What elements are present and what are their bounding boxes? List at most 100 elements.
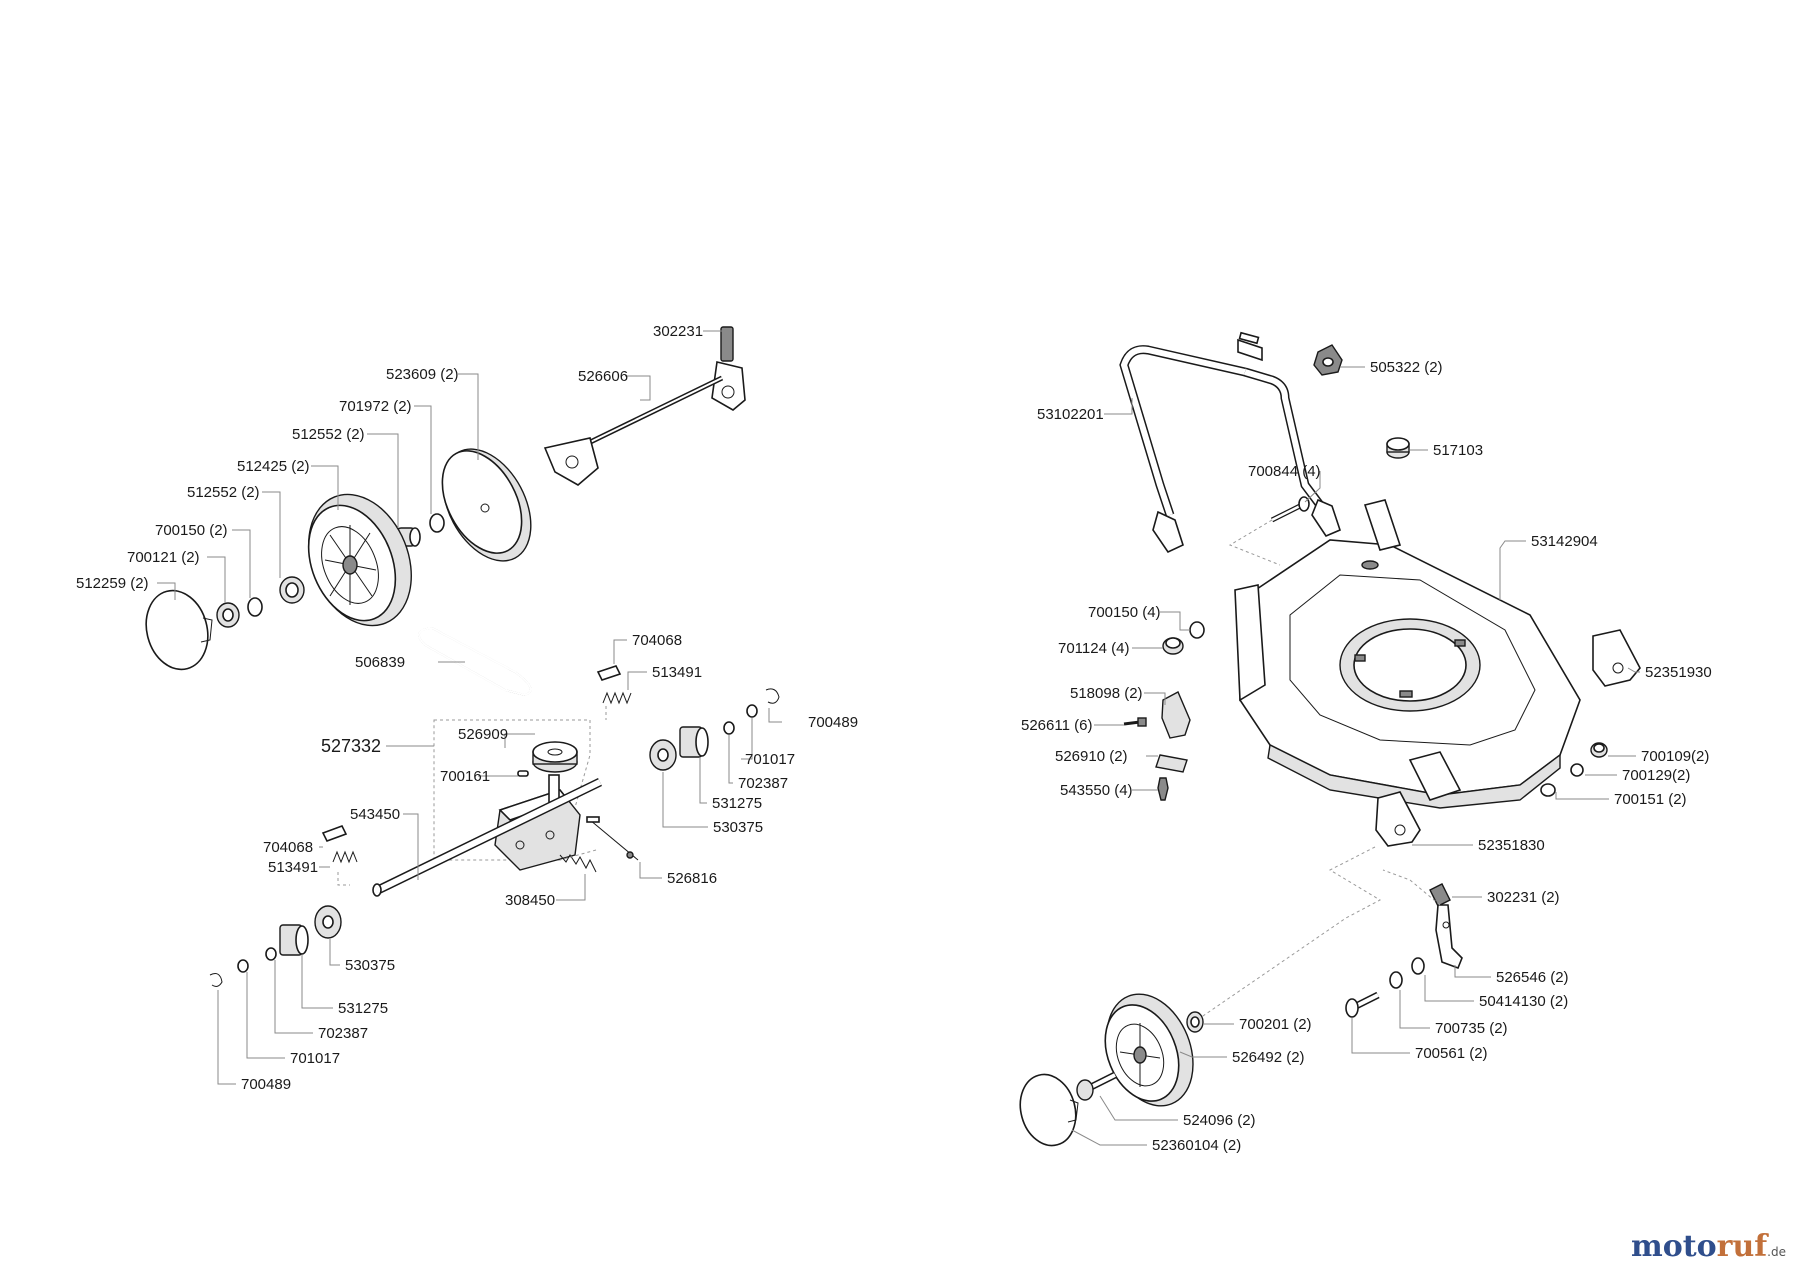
part-700150-washer[interactable] — [247, 597, 263, 617]
part-700129-washer[interactable] — [1570, 763, 1584, 777]
label-700844: 700844 (4) — [1248, 463, 1321, 480]
label-526606: 526606 — [578, 368, 628, 385]
part-523609-wheel-plate[interactable] — [425, 434, 548, 576]
part-530375-gear-upper[interactable] — [649, 739, 677, 771]
part-543550-screw[interactable] — [1157, 777, 1169, 801]
part-700844-bolt[interactable] — [1270, 496, 1310, 523]
part-526611-screw[interactable] — [1123, 717, 1147, 727]
part-50414130-washer[interactable] — [1411, 957, 1425, 975]
part-700109-nut[interactable] — [1590, 742, 1608, 758]
label-701017-upper: 701017 — [745, 751, 795, 768]
part-704068-key-lower[interactable] — [321, 825, 348, 842]
part-701972-washer[interactable] — [429, 513, 445, 533]
part-700121-nut[interactable] — [216, 602, 240, 628]
label-517103: 517103 — [1433, 442, 1483, 459]
part-524096-axle-bolt[interactable] — [1076, 1071, 1117, 1101]
label-505322: 505322 (2) — [1370, 359, 1443, 376]
part-700561-bolt[interactable] — [1345, 991, 1380, 1018]
part-701017-washer-upper[interactable] — [746, 704, 758, 718]
part-52351930-flap[interactable] — [1592, 629, 1641, 687]
label-700150-deck: 700150 (4) — [1088, 604, 1161, 621]
part-700735-washer[interactable] — [1389, 971, 1403, 989]
label-700735: 700735 (2) — [1435, 1020, 1508, 1037]
label-526492: 526492 (2) — [1232, 1049, 1305, 1066]
part-700489-clip-lower[interactable] — [209, 973, 223, 987]
part-labels: 302231 526606 523609 (2) 701972 (2) 5125… — [76, 323, 1712, 1154]
part-700489-clip-upper[interactable] — [765, 688, 780, 704]
logo-text-part2: ruf — [1716, 1229, 1768, 1264]
label-700129: 700129(2) — [1622, 767, 1690, 784]
part-526910-plate[interactable] — [1155, 754, 1188, 773]
leader-lines-left — [157, 330, 782, 1085]
part-700150-washer-deck[interactable] — [1189, 621, 1205, 639]
label-543550: 543550 (4) — [1060, 782, 1133, 799]
label-704068-upper: 704068 — [632, 632, 682, 649]
label-530375-lower: 530375 — [345, 957, 395, 974]
part-531275-pinion-upper[interactable] — [679, 726, 709, 758]
label-700489-upper: 700489 — [808, 714, 858, 731]
part-543450-axle[interactable] — [372, 777, 602, 897]
part-526909-pulley[interactable] — [532, 741, 578, 773]
part-53142904-deck[interactable] — [1234, 499, 1581, 809]
label-524096: 524096 (2) — [1183, 1112, 1256, 1129]
part-531275-pinion-lower[interactable] — [279, 924, 309, 956]
label-52360104: 52360104 (2) — [1152, 1137, 1241, 1154]
part-513491-spring-upper[interactable] — [602, 691, 632, 705]
part-512552-bearing-inner[interactable] — [279, 576, 305, 604]
part-530375-gear-lower[interactable] — [314, 905, 342, 939]
label-543450: 543450 — [350, 806, 400, 823]
part-700161-pin[interactable] — [517, 770, 529, 777]
part-506839-v-belt[interactable] — [417, 626, 532, 697]
leader-lines-right — [1071, 366, 1640, 1146]
label-53102201: 53102201 — [1037, 406, 1104, 423]
part-512259-hubcap[interactable] — [138, 584, 217, 677]
label-512259: 512259 (2) — [76, 575, 149, 592]
label-308450: 308450 — [505, 892, 555, 909]
part-702387-washer-upper[interactable] — [723, 721, 735, 735]
label-526611: 526611 (6) — [1021, 717, 1092, 734]
part-526492-wheel[interactable] — [1091, 981, 1209, 1119]
label-702387-upper: 702387 — [738, 775, 788, 792]
label-506839: 506839 — [355, 654, 405, 671]
part-505322-knob[interactable] — [1313, 344, 1343, 376]
part-52360104-hubcap[interactable] — [1013, 1068, 1084, 1152]
label-513491-upper: 513491 — [652, 664, 702, 681]
part-704068-key-upper[interactable] — [596, 665, 622, 681]
part-512425-wheel[interactable] — [290, 479, 430, 641]
logo-text-part1: moto — [1631, 1229, 1717, 1264]
label-526816: 526816 — [667, 870, 717, 887]
part-52351830-flap[interactable] — [1375, 791, 1421, 847]
label-530375-upper: 530375 — [713, 819, 763, 836]
part-308450-spring[interactable] — [559, 854, 597, 873]
part-517103-bumper[interactable] — [1386, 437, 1410, 459]
part-700201-bearing[interactable] — [1186, 1011, 1204, 1033]
part-518098-bracket[interactable] — [1161, 691, 1191, 739]
part-701017-washer-lower[interactable] — [237, 959, 249, 973]
part-302231-lever-knob[interactable] — [1429, 883, 1451, 907]
part-513491-spring-lower[interactable] — [332, 850, 358, 864]
label-700161: 700161 — [440, 768, 490, 785]
label-526910: 526910 (2) — [1055, 748, 1128, 765]
part-53102201-handle[interactable] — [1119, 331, 1341, 554]
label-518098: 518098 (2) — [1070, 685, 1143, 702]
logo-tld: .de — [1767, 1245, 1786, 1259]
label-52351830: 52351830 — [1478, 837, 1545, 854]
part-526606-lever[interactable] — [543, 326, 746, 486]
part-701124-nut[interactable] — [1162, 637, 1184, 655]
label-702387-lower: 702387 — [318, 1025, 368, 1042]
label-53142904: 53142904 — [1531, 533, 1598, 550]
part-526816-cable[interactable] — [586, 816, 639, 861]
label-531275-upper: 531275 — [712, 795, 762, 812]
label-512425: 512425 (2) — [237, 458, 310, 475]
label-700109: 700109(2) — [1641, 748, 1709, 765]
label-302231: 302231 — [653, 323, 703, 340]
part-702387-washer-lower[interactable] — [265, 947, 277, 961]
part-526546-axle-lever[interactable] — [1435, 904, 1463, 970]
label-513491-lower: 513491 — [268, 859, 318, 876]
label-704068-lower: 704068 — [263, 839, 313, 856]
label-526546: 526546 (2) — [1496, 969, 1569, 986]
drive-assembly — [138, 326, 782, 1085]
label-523609: 523609 (2) — [386, 366, 459, 383]
deck-assembly — [1013, 331, 1641, 1152]
part-700151-washer[interactable] — [1540, 783, 1556, 797]
